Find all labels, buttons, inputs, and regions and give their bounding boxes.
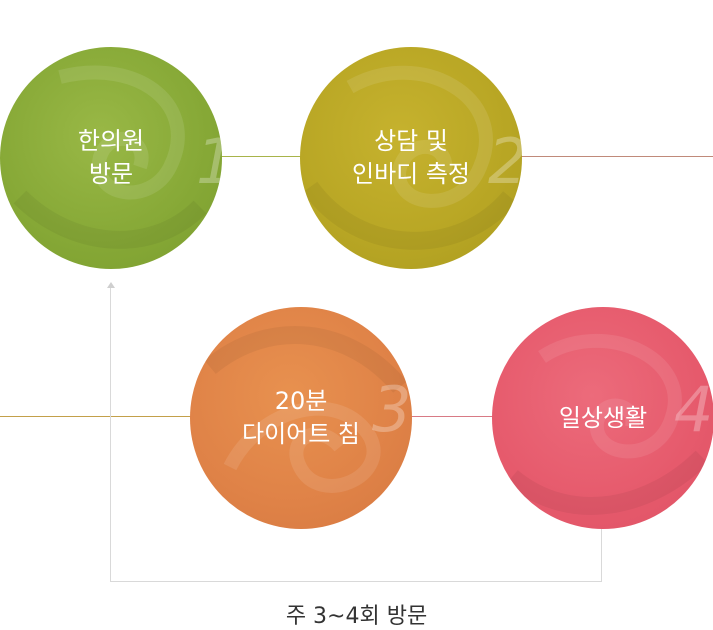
swirl-texture-icon bbox=[506, 334, 709, 515]
swirl-texture-icon bbox=[13, 65, 207, 249]
step-3-label-line1: 20분 bbox=[274, 387, 328, 415]
step-2-circle: 2 상담 및 인바디 측정 bbox=[300, 47, 522, 269]
connector-line-3-4 bbox=[408, 416, 494, 417]
step-2-label-line2: 인바디 측정 bbox=[351, 160, 471, 188]
step-1-number: 1 bbox=[196, 131, 222, 193]
step-1-label-line2: 방문 bbox=[88, 160, 134, 188]
connector-line-1-2 bbox=[220, 156, 302, 157]
connector-line-in-3 bbox=[0, 416, 192, 417]
step-1-circle: 1 한의원 방문 bbox=[0, 47, 222, 269]
step-4-number: 4 bbox=[674, 373, 713, 446]
step-2-number: 2 bbox=[488, 131, 522, 193]
step-3-label: 20분 다이어트 침 bbox=[242, 385, 360, 451]
loop-caption: 주 3~4회 방문 bbox=[285, 604, 428, 629]
loop-arrow-icon bbox=[107, 282, 115, 288]
step-2-label-line1: 상담 및 bbox=[374, 127, 448, 155]
step-3-number: 3 bbox=[372, 373, 412, 446]
step-1-label-line1: 한의원 bbox=[77, 127, 145, 155]
step-4-label: 일상생활 bbox=[559, 402, 647, 435]
connector-line-2-out bbox=[520, 156, 713, 157]
loop-line-bottom bbox=[110, 581, 602, 582]
step-3-circle: 3 20분 다이어트 침 bbox=[190, 307, 412, 529]
step-3-label-line2: 다이어트 침 bbox=[241, 420, 361, 448]
step-1-label: 한의원 방문 bbox=[78, 125, 144, 191]
step-4-label-line1: 일상생활 bbox=[558, 403, 648, 432]
step-4-circle: 4 일상생활 bbox=[492, 307, 713, 529]
swirl-texture-icon bbox=[204, 325, 407, 493]
loop-line-down bbox=[601, 526, 602, 582]
step-2-label: 상담 및 인바디 측정 bbox=[352, 125, 470, 191]
swirl-texture-icon bbox=[302, 65, 517, 250]
loop-line-up bbox=[110, 287, 111, 582]
